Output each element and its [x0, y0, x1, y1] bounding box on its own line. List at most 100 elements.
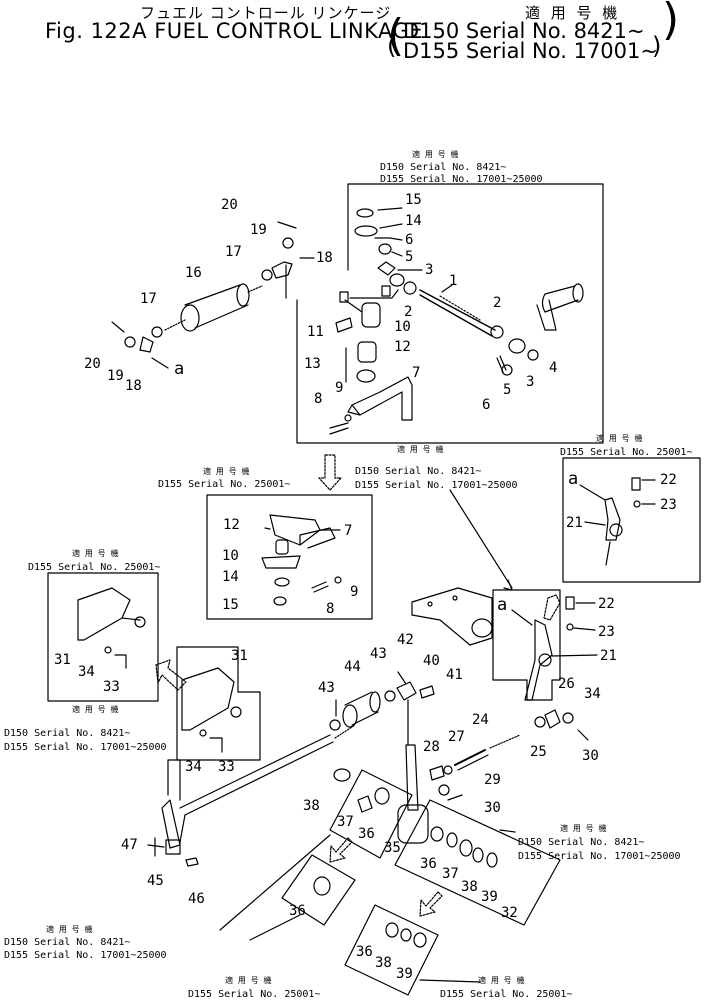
- part-label-21: 21: [566, 515, 583, 531]
- pin-part-30-r: [577, 729, 589, 741]
- part-label-43b: 43: [318, 680, 335, 696]
- bushing-part-36-d: [385, 922, 399, 938]
- part-label-31b: 31: [231, 648, 248, 664]
- pin-part-20-left: [111, 321, 125, 333]
- rod-24-thread: [489, 734, 521, 749]
- note-bl-applicable: 適 用 号 機: [46, 924, 92, 934]
- bolt-part-8: [329, 422, 349, 435]
- washer-part-39-d: [413, 932, 427, 948]
- bracket-hole-2: [452, 595, 458, 601]
- bolt-part-22: [631, 477, 641, 491]
- part-label-22b: 22: [598, 596, 615, 612]
- mid-cylinder-group: [329, 671, 435, 746]
- bellcrank-plate-b: [261, 555, 301, 569]
- pin-part-30: [447, 794, 463, 801]
- applicable-models-label: 適 用 号 機: [525, 4, 621, 22]
- bushing-part-37: [357, 795, 373, 813]
- part-label-15: 15: [405, 192, 422, 208]
- ref-a-arrow: [151, 357, 169, 369]
- part-label-45: 45: [147, 873, 164, 889]
- part-label-24: 24: [472, 712, 489, 728]
- nut-part-43-b: [384, 690, 396, 702]
- note-br-line2: D155 Serial No. 17001~25000: [518, 851, 681, 862]
- note-top-line2: D155 Serial No. 17001~25000: [380, 174, 543, 185]
- rod-part-1: [419, 289, 496, 331]
- rod-end-part-40: [396, 681, 417, 701]
- part-label-37: 37: [337, 814, 354, 830]
- washer-part-38-b: [459, 839, 473, 857]
- part-label-12-mid: 12: [223, 517, 240, 533]
- note-left2-line2: D155 Serial No. 17001~25000: [4, 742, 167, 753]
- note-bl-line1: D150 Serial No. 8421~: [4, 937, 130, 948]
- ball-joint-part-3: [389, 273, 405, 287]
- pump-shaft-end: [572, 283, 584, 303]
- cylinder-part-44: [344, 691, 379, 726]
- part-label-42: 42: [397, 632, 414, 648]
- part-label-43: 43: [370, 646, 387, 662]
- bushing-part-12: [357, 341, 377, 363]
- part-label-17: 17: [225, 244, 242, 260]
- pin-part-6: [496, 357, 504, 373]
- small-box-2: [394, 799, 561, 926]
- washer-part-38: [333, 768, 351, 782]
- bracket-hole-1: [427, 601, 433, 607]
- part-number-callouts: 15 14 6 5 3 1 2 2 10 11 12 13 7 9 8 4 3 …: [54, 192, 677, 982]
- note-right-line1: D155 Serial No. 25001~: [560, 447, 692, 458]
- bracket-part-7-b: [269, 514, 321, 546]
- nut-part-17-top: [261, 269, 273, 281]
- bushing-part-36: [374, 787, 390, 805]
- note-midc-line1: D150 Serial No. 8421~: [355, 466, 481, 477]
- bolt-part-41: [419, 685, 435, 699]
- part-label-9-mid: 9: [350, 584, 358, 600]
- cylinder-end-part-16: [180, 304, 200, 332]
- washer-part-23-b: [566, 623, 574, 631]
- washer-part-34-b: [199, 729, 207, 737]
- part-label-11: 11: [307, 324, 324, 340]
- part-label-19: 19: [250, 222, 267, 238]
- part-label-38: 38: [303, 798, 320, 814]
- bolt-part-46: [185, 857, 199, 867]
- part-label-8: 8: [314, 391, 322, 407]
- cylinder-rod-right: [247, 285, 263, 293]
- bracket-pin-end-31: [134, 616, 146, 628]
- rod-end-part-18-left: [139, 336, 154, 353]
- ref-a-top: a: [174, 359, 184, 379]
- arrow-bracket-right: [543, 594, 561, 621]
- lever-hub-21: [609, 523, 623, 537]
- leader: [441, 284, 453, 293]
- note-bot-line1: D155 Serial No. 25001~: [188, 989, 320, 1000]
- middle-center-group: 適 用 号 機 D155 Serial No. 25001~ 適 用 号 機 D…: [158, 444, 518, 620]
- leader: [584, 521, 606, 526]
- part-label-15-mid: 15: [222, 597, 239, 613]
- bracket-part-7: [351, 376, 413, 421]
- ref-a-right-box: a: [568, 469, 578, 489]
- bracket-pin-31: [121, 617, 141, 621]
- part-label-30: 30: [484, 800, 501, 816]
- cylinder-part-44-end: [342, 704, 358, 728]
- washer-part-39-b: [472, 847, 484, 863]
- open-bracket: (: [387, 10, 405, 61]
- bushing-part-32: [486, 852, 498, 868]
- lever-arm-21: [605, 541, 611, 566]
- ref-a-bracket: a: [497, 595, 507, 615]
- part-label-35: 35: [384, 840, 401, 856]
- part-label-36b: 36: [420, 856, 437, 872]
- washer-part-15: [356, 208, 374, 218]
- part-label-41: 41: [446, 667, 463, 683]
- part-label-1: 1: [449, 273, 457, 289]
- note-bot2-line1: D155 Serial No. 25001~: [440, 989, 572, 1000]
- bracket-part-31: [77, 587, 131, 641]
- nut-part-29: [438, 784, 450, 796]
- part-label-34r: 34: [584, 686, 601, 702]
- hub-part-35: [397, 804, 429, 844]
- rod-part-24: [454, 749, 486, 766]
- part-label-8-mid: 8: [326, 601, 334, 617]
- figure-title: Fig. 122A FUEL CONTROL LINKAGE: [45, 19, 424, 43]
- pin-part-47: [147, 844, 165, 848]
- top-box-outline: [296, 183, 604, 444]
- collar-part-5: [378, 243, 392, 255]
- bolt-part-33-b: [209, 737, 223, 753]
- part-label-7: 7: [412, 365, 420, 381]
- washer-part-14-b: [274, 577, 290, 587]
- left-box-outline: [47, 572, 159, 702]
